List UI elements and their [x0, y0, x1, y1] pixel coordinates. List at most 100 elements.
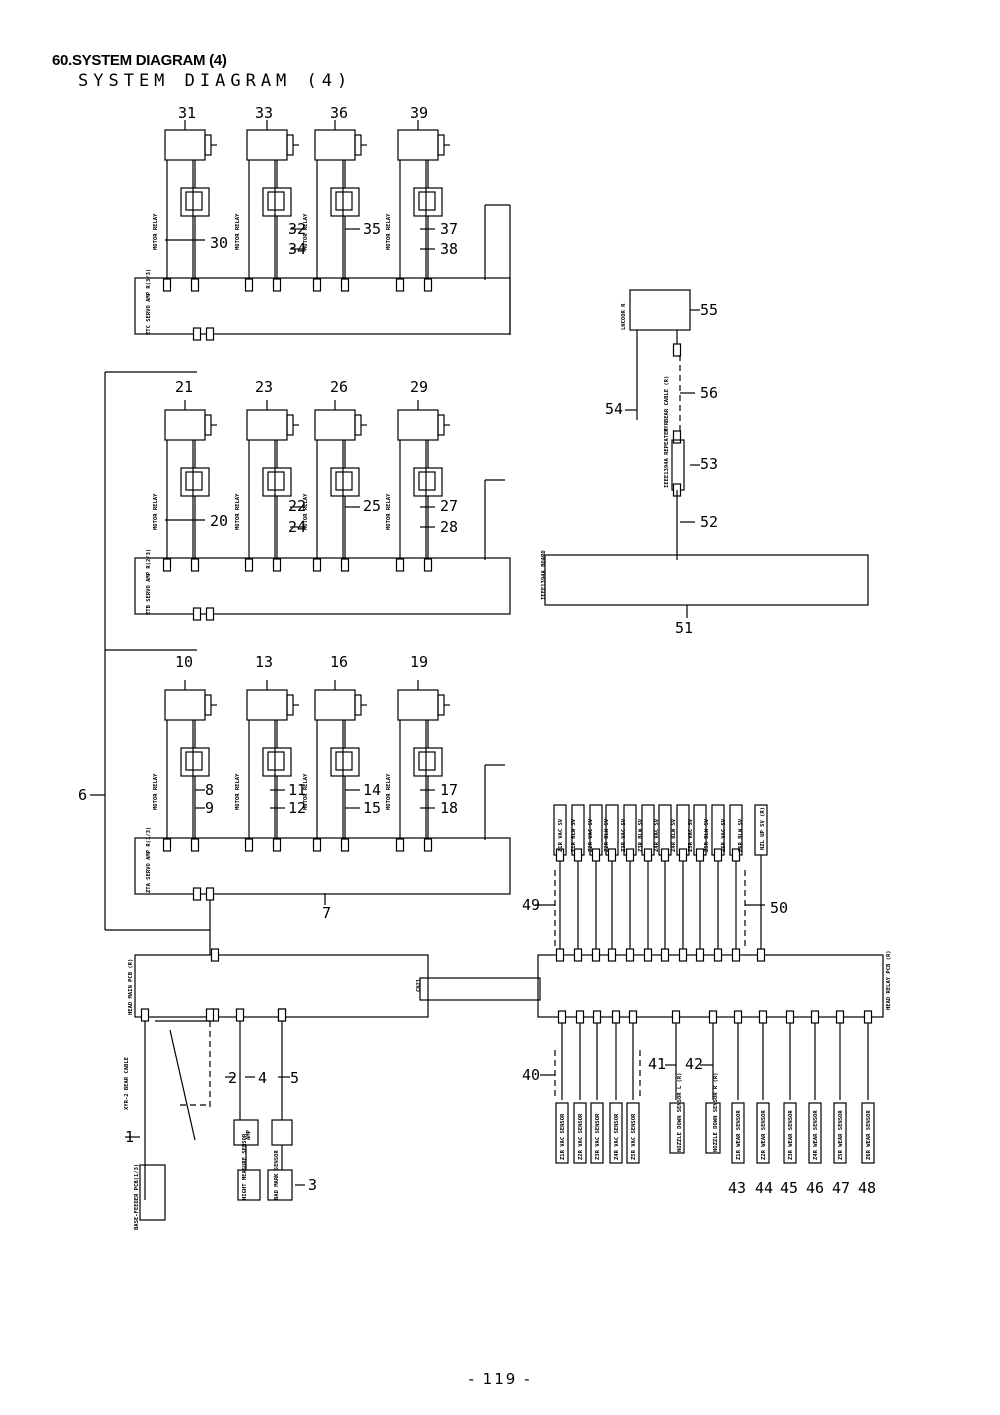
motor-shaft — [204, 694, 212, 716]
connector — [423, 838, 433, 852]
ieee-base — [544, 554, 869, 606]
connector — [162, 278, 172, 292]
connector — [395, 558, 405, 572]
device-label: AMP — [246, 1129, 252, 1140]
motor-body — [246, 689, 288, 721]
motor-relay-label: MOTOR RELAY — [303, 493, 309, 530]
callout-40: 40 — [522, 1066, 540, 1084]
connector — [140, 1008, 150, 1022]
connector — [395, 838, 405, 852]
connector — [625, 948, 635, 962]
device-label: CN21 — [416, 978, 422, 992]
connector — [695, 848, 705, 862]
connector — [733, 1010, 743, 1024]
device-label: IEEE1394A REPEATER R — [664, 421, 670, 488]
callout-16: 16 — [330, 653, 348, 671]
servo-amp-box — [134, 557, 511, 615]
connector — [708, 1010, 718, 1024]
callout-36: 36 — [330, 104, 348, 122]
motor-shaft — [286, 134, 294, 156]
device-label: ZTB SERVO AMP R(2/3) — [146, 549, 152, 615]
callout-31: 31 — [178, 104, 196, 122]
callout-48: 48 — [858, 1179, 876, 1197]
wear-sensor — [808, 1102, 822, 1164]
motor-body — [397, 409, 439, 441]
amp-block — [271, 1119, 293, 1146]
connector — [190, 558, 200, 572]
connector — [575, 1010, 585, 1024]
connector — [162, 558, 172, 572]
callout-23: 23 — [255, 378, 273, 396]
motor-relay-label: MOTOR RELAY — [235, 493, 241, 530]
connector — [756, 948, 766, 962]
callout-46: 46 — [806, 1179, 824, 1197]
callout-43: 43 — [728, 1179, 746, 1197]
valve-label: Z2R VAC SV — [588, 818, 594, 852]
callout-30: 30 — [210, 234, 228, 252]
connector — [573, 848, 583, 862]
connector — [272, 558, 282, 572]
callout-12: 12 — [288, 799, 306, 817]
callout-2: 2 — [228, 1069, 237, 1087]
cn21-cable — [419, 977, 541, 1001]
connector — [678, 948, 688, 962]
callout-41: 41 — [648, 1055, 666, 1073]
callout-42: 42 — [685, 1055, 703, 1073]
callout-38: 38 — [440, 240, 458, 258]
connector — [272, 838, 282, 852]
bad-mark-sensor — [267, 1169, 293, 1201]
device-label: BAD MARK SENSOR — [274, 1150, 280, 1200]
motor-relay-label: MOTOR RELAY — [386, 493, 392, 530]
device-label: ZTA SERVO AMP R(1/3) — [146, 827, 152, 893]
connector — [205, 607, 215, 621]
connector — [592, 1010, 602, 1024]
motor-relay-label: MOTOR RELAY — [386, 773, 392, 810]
connector — [643, 848, 653, 862]
vac-sensor-label: Z5R VAC SENSOR — [631, 1113, 637, 1160]
connector — [423, 558, 433, 572]
callout-45: 45 — [780, 1179, 798, 1197]
motor-relay-label: MOTOR RELAY — [235, 773, 241, 810]
motor-relay-label: MOTOR RELAY — [386, 213, 392, 250]
wear-sensor — [731, 1102, 745, 1164]
callout-22: 22 — [288, 497, 306, 515]
callout-20: 20 — [210, 512, 228, 530]
connector — [713, 848, 723, 862]
device-label: HEAD RELAY PCB (R) — [886, 950, 892, 1010]
relay — [418, 191, 436, 211]
nozzle-sensor-r — [705, 1102, 721, 1154]
servo-amp-box — [134, 837, 511, 895]
vac-sensor-label: Z3R VAC SENSOR — [595, 1113, 601, 1160]
valve-label: Z1R BLW SV — [571, 818, 577, 852]
callout-50: 50 — [770, 899, 788, 917]
motor-shaft — [437, 414, 445, 436]
connector — [678, 848, 688, 862]
wear-sensor-label: Z6R WEAR SENSOR — [866, 1110, 872, 1160]
device-label: NOZZLE DOWN SENSOR R (R) — [713, 1073, 719, 1152]
motor-shaft — [204, 414, 212, 436]
connector — [591, 948, 601, 962]
callout-53: 53 — [700, 455, 718, 473]
callout-3: 3 — [308, 1176, 317, 1194]
connector — [695, 948, 705, 962]
solenoid-valve — [658, 804, 672, 856]
vac-sensor — [573, 1102, 587, 1164]
callout-56: 56 — [700, 384, 718, 402]
connector — [555, 948, 565, 962]
callout-17: 17 — [440, 781, 458, 799]
callout-13: 13 — [255, 653, 273, 671]
connector — [205, 887, 215, 901]
connector — [312, 558, 322, 572]
connector — [210, 948, 220, 962]
vac-sensor-label: Z2R VAC SENSOR — [578, 1113, 584, 1160]
wear-sensor-label: Z4R WEAR SENSOR — [813, 1110, 819, 1160]
connector — [340, 278, 350, 292]
motor-shaft — [204, 134, 212, 156]
callout-7: 7 — [322, 904, 331, 922]
callout-27: 27 — [440, 497, 458, 515]
connector — [244, 838, 254, 852]
device-label: HIGHT MEASURE SENSOR — [242, 1133, 248, 1200]
callout-14: 14 — [363, 781, 381, 799]
motor-body — [314, 129, 356, 161]
